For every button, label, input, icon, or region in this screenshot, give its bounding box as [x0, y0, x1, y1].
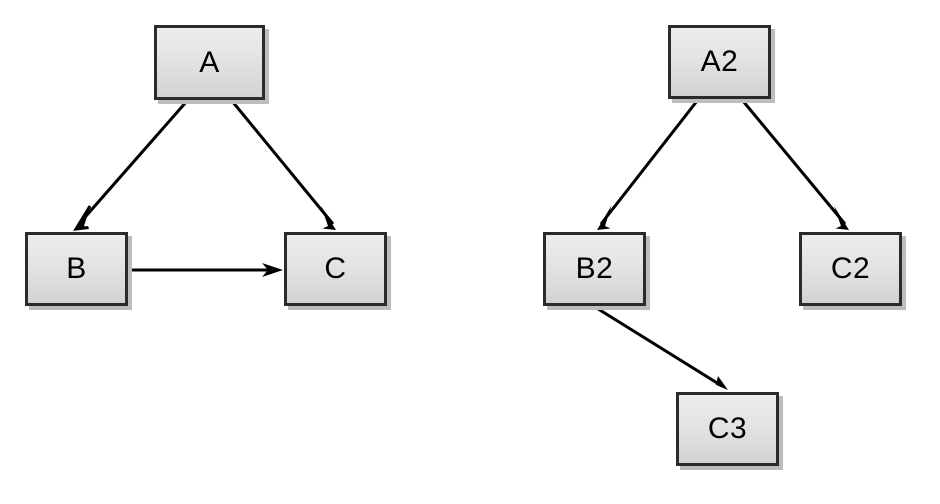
node-a[interactable]: A — [154, 25, 265, 100]
arrowhead-a2-to-c2 — [834, 206, 849, 230]
node-b-label: B — [66, 252, 87, 285]
node-a-label: A — [199, 45, 220, 79]
node-b2[interactable]: B2 — [543, 232, 646, 306]
edge-a2-to-c2 — [741, 100, 849, 230]
node-c3-label: C3 — [707, 412, 748, 445]
arrowhead-b-to-c — [262, 263, 283, 277]
edge-b2-to-c3 — [594, 305, 728, 390]
node-b[interactable]: B — [25, 232, 128, 306]
arrowhead-b2-to-c3 — [707, 376, 728, 390]
arrowhead-a-to-b — [76, 205, 91, 230]
edge-a-to-c — [230, 100, 336, 230]
node-c3[interactable]: C3 — [676, 392, 779, 466]
arrowhead-a-to-c — [321, 206, 336, 230]
edge-a-to-b — [73, 100, 189, 231]
node-c[interactable]: C — [284, 232, 387, 306]
node-a2[interactable]: A2 — [668, 25, 771, 99]
edge-a2-to-b2 — [597, 100, 699, 230]
edge-b-to-c — [129, 263, 283, 277]
node-c2-label: C2 — [830, 252, 871, 285]
node-a2-label: A2 — [700, 45, 739, 78]
arrowhead-a2-to-b2 — [597, 205, 612, 230]
node-c2[interactable]: C2 — [799, 232, 902, 306]
node-c-label: C — [324, 252, 347, 285]
node-b2-label: B2 — [575, 252, 614, 285]
